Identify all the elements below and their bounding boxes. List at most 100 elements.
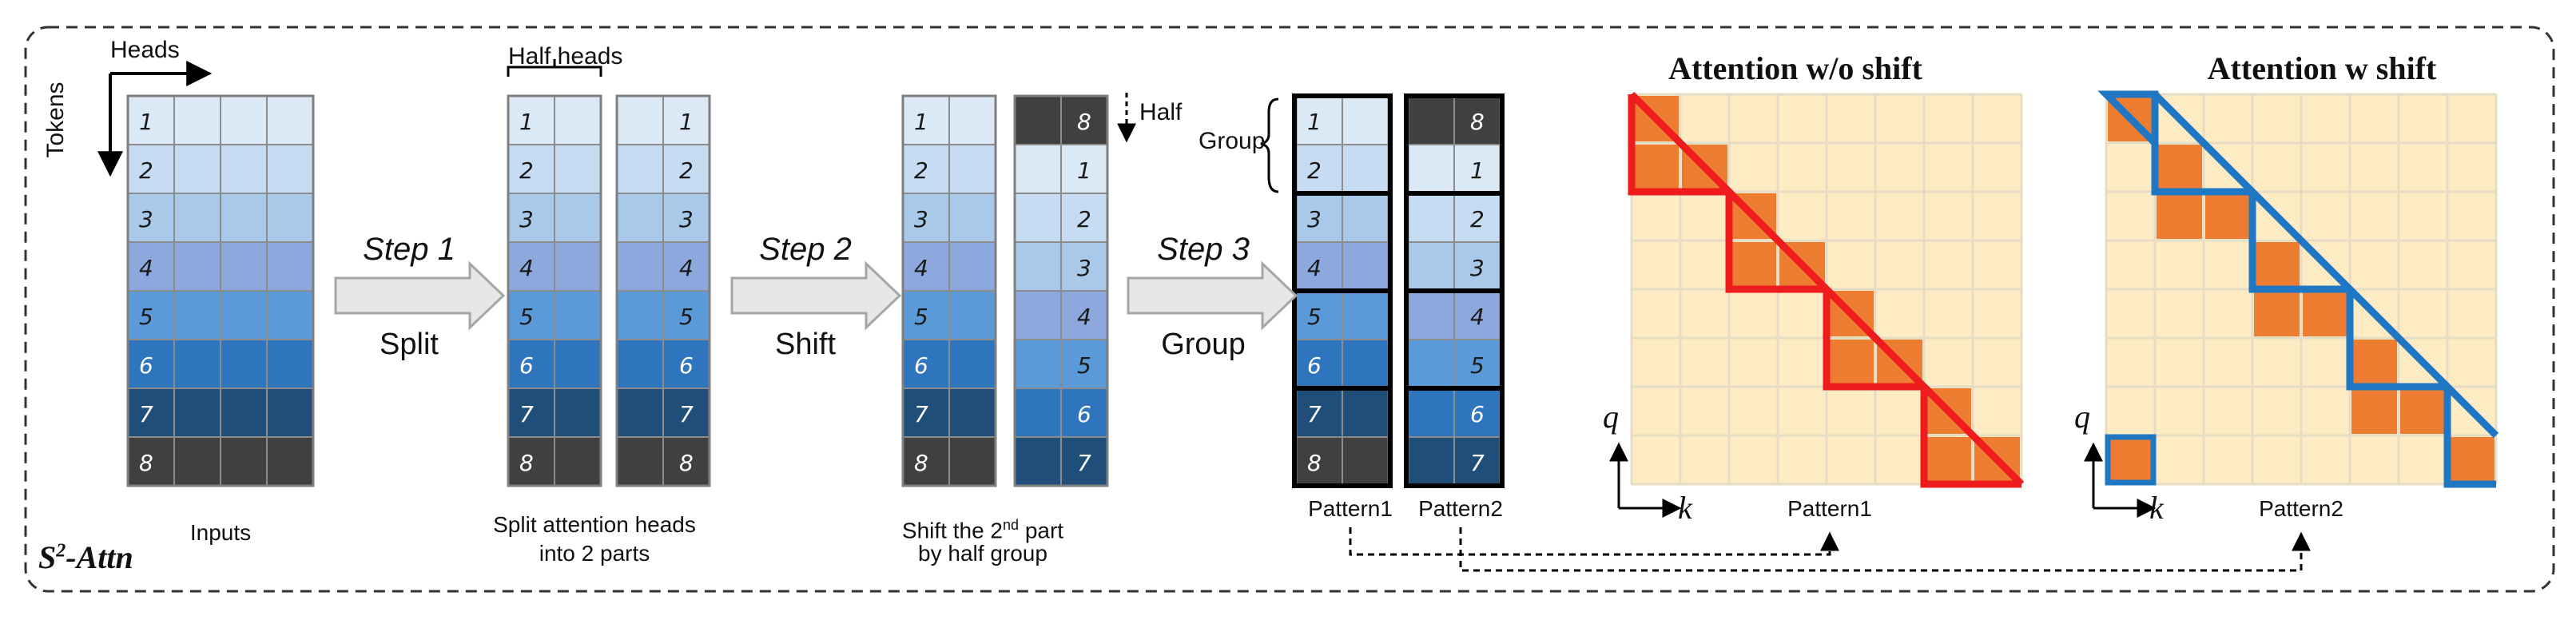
- token-cell: [266, 339, 314, 389]
- shift-caption-line2: by half group: [918, 541, 1047, 566]
- token-cell: [1342, 193, 1389, 243]
- token-cell: [173, 436, 221, 487]
- attention-without-shift-panel: [1609, 91, 2025, 518]
- token-cell: [616, 388, 664, 438]
- token-number: 6: [519, 352, 534, 379]
- token-cell: [1453, 193, 1501, 243]
- group-outline: [1292, 386, 1393, 488]
- token-cell: [1342, 436, 1389, 487]
- token-cell: [507, 388, 555, 438]
- step-1-arrow: [334, 260, 506, 331]
- token-cell: [554, 95, 602, 145]
- block-outline: [1823, 289, 1924, 391]
- block-outline: [2443, 387, 2496, 488]
- token-cell: [173, 193, 221, 243]
- token-number: 3: [914, 206, 928, 232]
- panel-1-q-axis-label: q: [1603, 399, 1619, 435]
- token-number: 4: [139, 255, 153, 281]
- token-cell: [266, 388, 314, 438]
- block-outline: [2346, 289, 2447, 391]
- token-cell: [266, 241, 314, 292]
- token-cell: [1342, 290, 1389, 340]
- token-number: 7: [679, 401, 694, 427]
- token-number: 3: [1307, 206, 1322, 232]
- token-cell: [1342, 339, 1389, 389]
- token-cell: [554, 339, 602, 389]
- block-outline: [1628, 94, 1729, 196]
- token-number: 6: [914, 352, 928, 379]
- token-cell: [507, 436, 555, 487]
- token-cell: [173, 290, 221, 340]
- token-number: 3: [1470, 255, 1485, 281]
- token-number: 8: [139, 450, 153, 476]
- token-number: 5: [1077, 352, 1091, 379]
- token-number: 5: [1470, 352, 1485, 379]
- token-number: 7: [1307, 401, 1322, 427]
- token-cell: [616, 144, 664, 194]
- token-cell: [554, 436, 602, 487]
- token-number: 4: [519, 255, 534, 281]
- half-heads-bracket: [507, 59, 602, 77]
- token-number: 2: [1077, 206, 1091, 232]
- token-grids: 1234567812345678123456781234567881234567…: [97, 59, 1505, 488]
- token-cell: [948, 339, 996, 389]
- token-cell: [1060, 144, 1108, 194]
- token-cell: [1342, 241, 1389, 292]
- panel-1-pattern-label: Pattern1: [1787, 496, 1872, 521]
- attention-cell: [2351, 388, 2397, 434]
- token-number: 1: [139, 109, 153, 135]
- token-number: 5: [1307, 304, 1322, 330]
- token-number: 7: [914, 401, 928, 427]
- split-caption-line1: Split attention heads: [493, 512, 696, 537]
- token-number: 8: [519, 450, 534, 476]
- token-cell: [1014, 388, 1062, 438]
- token-number: 1: [519, 109, 534, 135]
- token-number: 5: [679, 304, 694, 330]
- panel-1-k-axis-label: k: [1678, 490, 1692, 526]
- token-number: 5: [519, 304, 534, 330]
- attention-cell: [2157, 193, 2202, 239]
- token-cell: [902, 241, 950, 292]
- token-cell: [554, 144, 602, 194]
- token-cell: [554, 388, 602, 438]
- token-cell: [948, 436, 996, 487]
- token-cell: [220, 388, 268, 438]
- token-number: 1: [1077, 157, 1091, 184]
- token-number: 1: [914, 109, 928, 135]
- token-cell: [1407, 193, 1455, 243]
- token-cell: [1295, 436, 1343, 487]
- block-outline: [2151, 94, 2252, 196]
- group-label: Group: [1199, 128, 1266, 154]
- token-number: 5: [914, 304, 928, 330]
- token-number: 7: [519, 401, 534, 427]
- token-number: 2: [1307, 157, 1322, 184]
- token-number: 4: [914, 255, 928, 281]
- token-cell: [173, 95, 221, 145]
- token-number: 3: [139, 206, 153, 232]
- token-number: 5: [139, 304, 153, 330]
- token-cell: [616, 95, 664, 145]
- attention-cell: [2303, 291, 2348, 336]
- step-2-arrow: [730, 260, 902, 331]
- tokens-label: Tokens: [42, 81, 69, 158]
- token-cell: [948, 241, 996, 292]
- attention-panels: [1609, 90, 2499, 518]
- column-outline: [901, 94, 997, 487]
- token-cell: [1014, 436, 1062, 487]
- token-number: 4: [1077, 304, 1091, 330]
- block-outline: [2248, 192, 2350, 293]
- token-number: 1: [1307, 109, 1322, 135]
- token-number: 3: [519, 206, 534, 232]
- step-2-label: Step 2: [759, 232, 852, 267]
- token-cell: [220, 436, 268, 487]
- token-cell: [1014, 193, 1062, 243]
- corner-outline: [2105, 434, 2157, 486]
- token-cell: [1060, 436, 1108, 487]
- token-number: 2: [679, 157, 694, 184]
- token-cell: [616, 339, 664, 389]
- token-number: 2: [139, 157, 153, 184]
- token-number: 3: [1077, 255, 1091, 281]
- block-outline: [1920, 387, 2021, 488]
